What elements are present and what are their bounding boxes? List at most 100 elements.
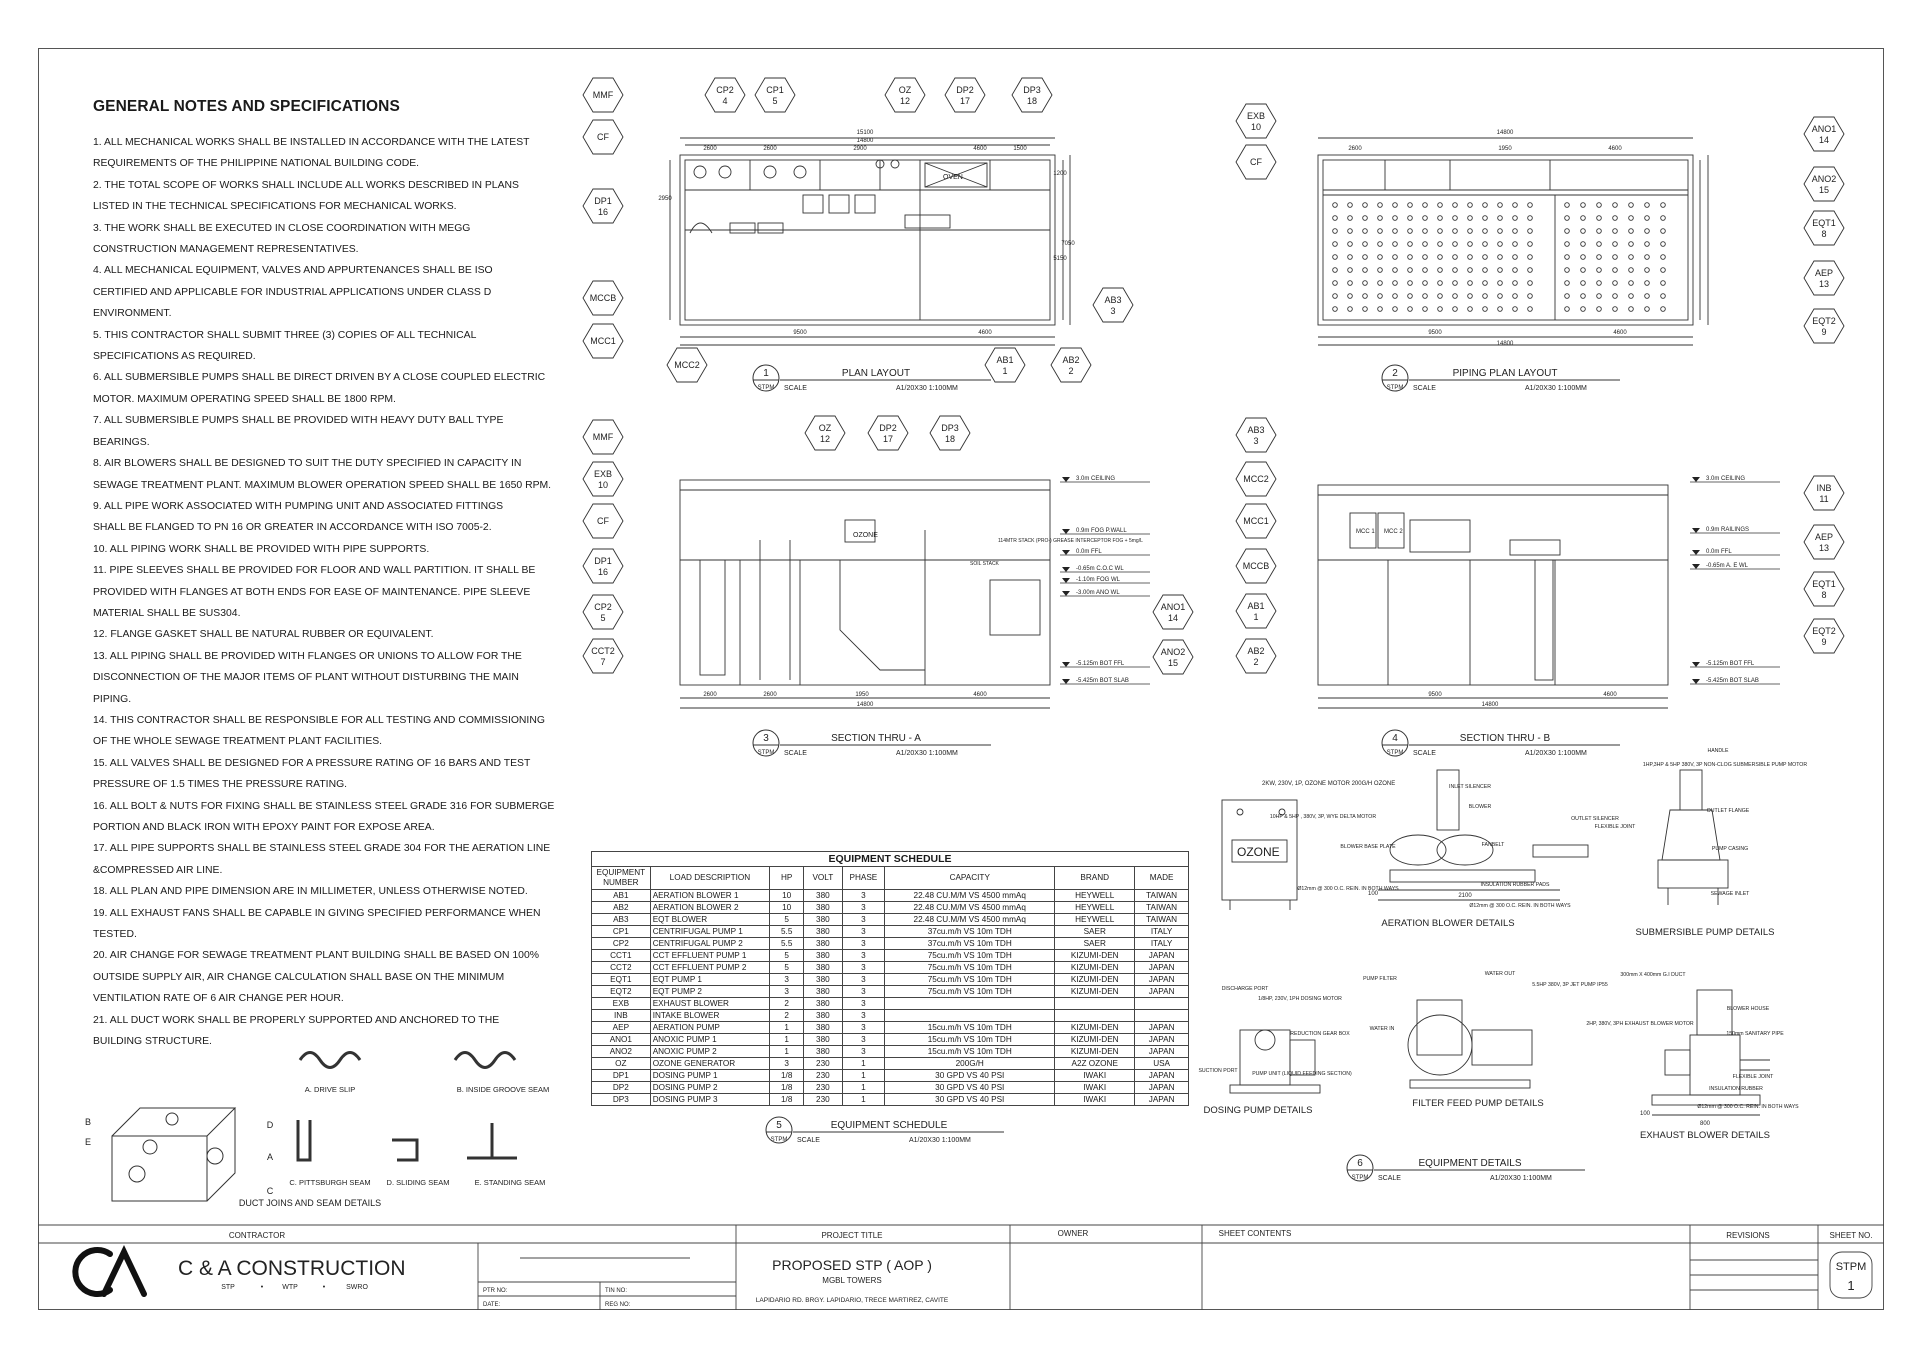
schedule-cell (1054, 997, 1136, 1010)
schedule-cell: A2Z OZONE (1054, 1057, 1136, 1070)
detail-note: FANBELT (1482, 842, 1506, 848)
schedule-cell: ANO2 (591, 1045, 651, 1058)
note-line: 2. THE TOTAL SCOPE OF WORKS SHALL INCLUD… (93, 179, 519, 191)
tag-code: CP2 (594, 602, 612, 612)
diffuser-icon (1392, 215, 1398, 221)
diffuser-icon (1644, 228, 1650, 234)
tag-code: EQT1 (1812, 218, 1836, 228)
detail-note: DISCHARGE PORT (1222, 986, 1269, 992)
schedule-cell: DOSING PUMP 1 (649, 1069, 771, 1082)
schedule-cell: 3 (841, 937, 886, 950)
diffuser-icon (1628, 293, 1634, 299)
view-title-text: SECTION THRU - B (1460, 733, 1551, 744)
level-triangle-icon (1692, 662, 1700, 667)
company-service: • (323, 1284, 326, 1291)
diffuser-icon (1392, 280, 1398, 286)
schedule-cell: HEYWELL (1054, 913, 1136, 926)
diffuser-icon (1452, 241, 1458, 247)
tag-number: 10 (1251, 122, 1261, 132)
view-sheet-ref: STPM (1387, 750, 1404, 756)
diffuser-icon (1660, 293, 1666, 299)
schedule-cell: 75cu.m/h VS 10m TDH (884, 961, 1056, 974)
level-label: 0.0m FFL (1706, 549, 1732, 555)
diffuser-icon (1527, 306, 1533, 312)
schedule-cell: 3 (841, 985, 886, 998)
diffuser-icon (1422, 293, 1428, 299)
detail-note: 1HP,3HP & 5HP 380V, 3P NON-CLOG SUBMERSI… (1643, 762, 1807, 768)
schedule-cell: 2 (769, 997, 805, 1010)
detail-note: PUMP UNIT (LIQUID FEEDING SECTION) (1252, 1071, 1352, 1077)
schedule-header-cell: LOAD DESCRIPTION (649, 866, 771, 890)
diffuser-icon (1660, 254, 1666, 260)
tag-code: CF (597, 132, 609, 142)
diffuser-icon (1596, 215, 1602, 221)
tag-code: MCCB (590, 293, 617, 303)
level-label: 0.9m FOG P.WALL (1076, 528, 1127, 534)
equipment-tag-mcc1: MCC1 (1235, 503, 1277, 539)
diffuser-icon (1612, 228, 1618, 234)
detail-note: 10HP & 5HP , 380V, 3P, WYE DELTA MOTOR (1270, 814, 1376, 820)
diffuser-icon (1377, 215, 1383, 221)
tag-hexagon (984, 347, 1026, 383)
diffuser-icon (1452, 215, 1458, 221)
dim-plan-segment: 4600 (973, 146, 987, 152)
diffuser-icon (1527, 280, 1533, 286)
dosing-pump-detail (1229, 1029, 1321, 1094)
equipment-tag-mccb: MCCB (1235, 548, 1277, 584)
diffuser-icon (1392, 228, 1398, 234)
level-label: -0.65m A. E WL (1706, 563, 1749, 569)
contractor-label: CONTRACTOR (229, 1231, 286, 1240)
schedule-cell: 5 (769, 949, 805, 962)
schedule-cell: 230 (803, 1093, 843, 1106)
schedule-cell: JAPAN (1134, 1093, 1189, 1106)
detail-note: PUMP FILTER (1363, 976, 1397, 982)
diffuser-icon (1347, 267, 1353, 273)
dim-sectiona-total: 14800 (857, 702, 874, 708)
tag-number: 3 (1253, 436, 1258, 446)
equipment-tag-cf: CF (582, 503, 624, 539)
tag-hexagon (944, 77, 986, 113)
tag-number: 16 (598, 567, 608, 577)
schedule-cell: ANOXIC PUMP 1 (649, 1033, 771, 1046)
diffuser-icon (1497, 306, 1503, 312)
note-line: MOTOR. MAXIMUM OPERATING SPEED SHALL BE … (93, 393, 396, 405)
view-sheet-ref: STPM (1387, 385, 1404, 391)
schedule-cell: 3 (841, 961, 886, 974)
diffuser-icon (1347, 241, 1353, 247)
tag-hexagon (1235, 417, 1277, 453)
level-label: 3.0m CEILING (1706, 476, 1745, 482)
detail-note: FLEXIBLE JOINT (1595, 824, 1636, 830)
diffuser-icon (1452, 254, 1458, 260)
schedule-cell: 380 (803, 913, 843, 926)
project-title: PROPOSED STP ( AOP ) (772, 1257, 932, 1273)
equipment-tags: MMFCFDP116MCCBMCC1MCC2CP24CP15OZ12DP217D… (582, 77, 1845, 675)
schedule-header-cell: HP (769, 866, 805, 890)
company-name: C & A CONSTRUCTION (178, 1257, 406, 1280)
schedule-cell: JAPAN (1134, 973, 1189, 986)
tag-code: MCCB (1243, 561, 1270, 571)
tag-number: 9 (1821, 637, 1826, 647)
schedule-cell: JAPAN (1134, 985, 1189, 998)
diffuser-icon (1612, 293, 1618, 299)
level-markers: 3.0m CEILING 0.9m FOG P.WALL 0.0m FFL -0.65… (1060, 476, 1780, 685)
schedule-cell: SAER (1054, 937, 1136, 950)
diffuser-icon (1660, 280, 1666, 286)
soil-stack-label: SOIL STACK (970, 561, 1000, 567)
schedule-cell: 15cu.m/h VS 10m TDH (884, 1033, 1056, 1046)
diffuser-icon (1580, 254, 1586, 260)
schedule-cell: 380 (803, 889, 843, 902)
detail-note: REDUCTION GEAR BOX (1290, 1031, 1350, 1037)
note-line: 8. AIR BLOWERS SHALL BE DESIGNED TO SUIT… (93, 458, 522, 470)
dim-sectiona-bottom: 2600 (763, 692, 777, 698)
schedule-cell: CCT EFFLUENT PUMP 1 (649, 949, 771, 962)
note-line: 3. THE WORK SHALL BE EXECUTED IN CLOSE C… (93, 222, 471, 234)
diffuser-icon (1377, 254, 1383, 260)
